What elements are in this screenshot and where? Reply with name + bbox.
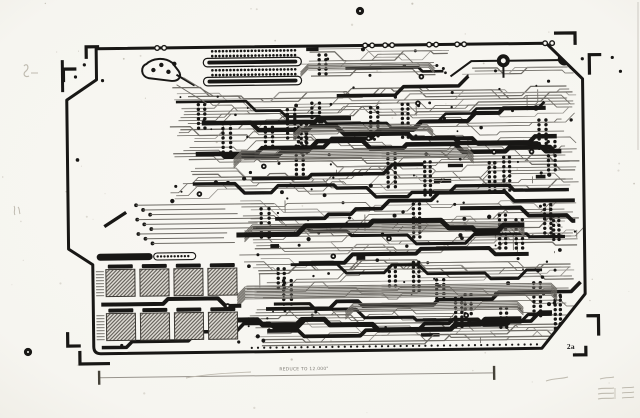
- crop-mark: [553, 31, 577, 45]
- crop-mark: [65, 332, 81, 348]
- pencil-notes: [597, 397, 615, 400]
- pencil-notes: [185, 371, 252, 379]
- mounting-hole-pad: [496, 54, 510, 68]
- crop-mark: [586, 313, 601, 336]
- memory-array-bank: [95, 263, 238, 298]
- copper-trace-fabric: [75, 47, 585, 350]
- pencil-annotations: [13, 64, 635, 400]
- pencil-notes: [597, 387, 615, 390]
- pencil-notes: [621, 391, 635, 394]
- dimension-line: REDUCE TO 12.000": [97, 365, 496, 385]
- artwork: REDUCE TO 12.000" 2a: [60, 31, 623, 385]
- punch-hole: [355, 6, 365, 16]
- crop-mark: [572, 345, 588, 357]
- sheet-label: 2a: [567, 342, 575, 351]
- punch-hole: [23, 347, 33, 357]
- pencil-notes: [23, 64, 30, 78]
- crop-mark: [587, 52, 602, 75]
- pencil-notes: [599, 376, 615, 380]
- pencil-notes: [17, 206, 21, 215]
- pad-cluster: [141, 57, 182, 82]
- edge-details: [154, 40, 556, 51]
- crop-mark: [84, 45, 100, 59]
- pencil-notes: [621, 396, 635, 399]
- board-outline: [60, 41, 587, 356]
- pencil-notes: [597, 392, 615, 395]
- pencil-notes: [621, 386, 635, 389]
- pencil-notes: [13, 205, 16, 216]
- memory-array-bank: [96, 307, 239, 342]
- crop-mark: [78, 350, 111, 366]
- dimension-note: REDUCE TO 12.000": [279, 366, 328, 373]
- pencil-notes: [545, 376, 569, 382]
